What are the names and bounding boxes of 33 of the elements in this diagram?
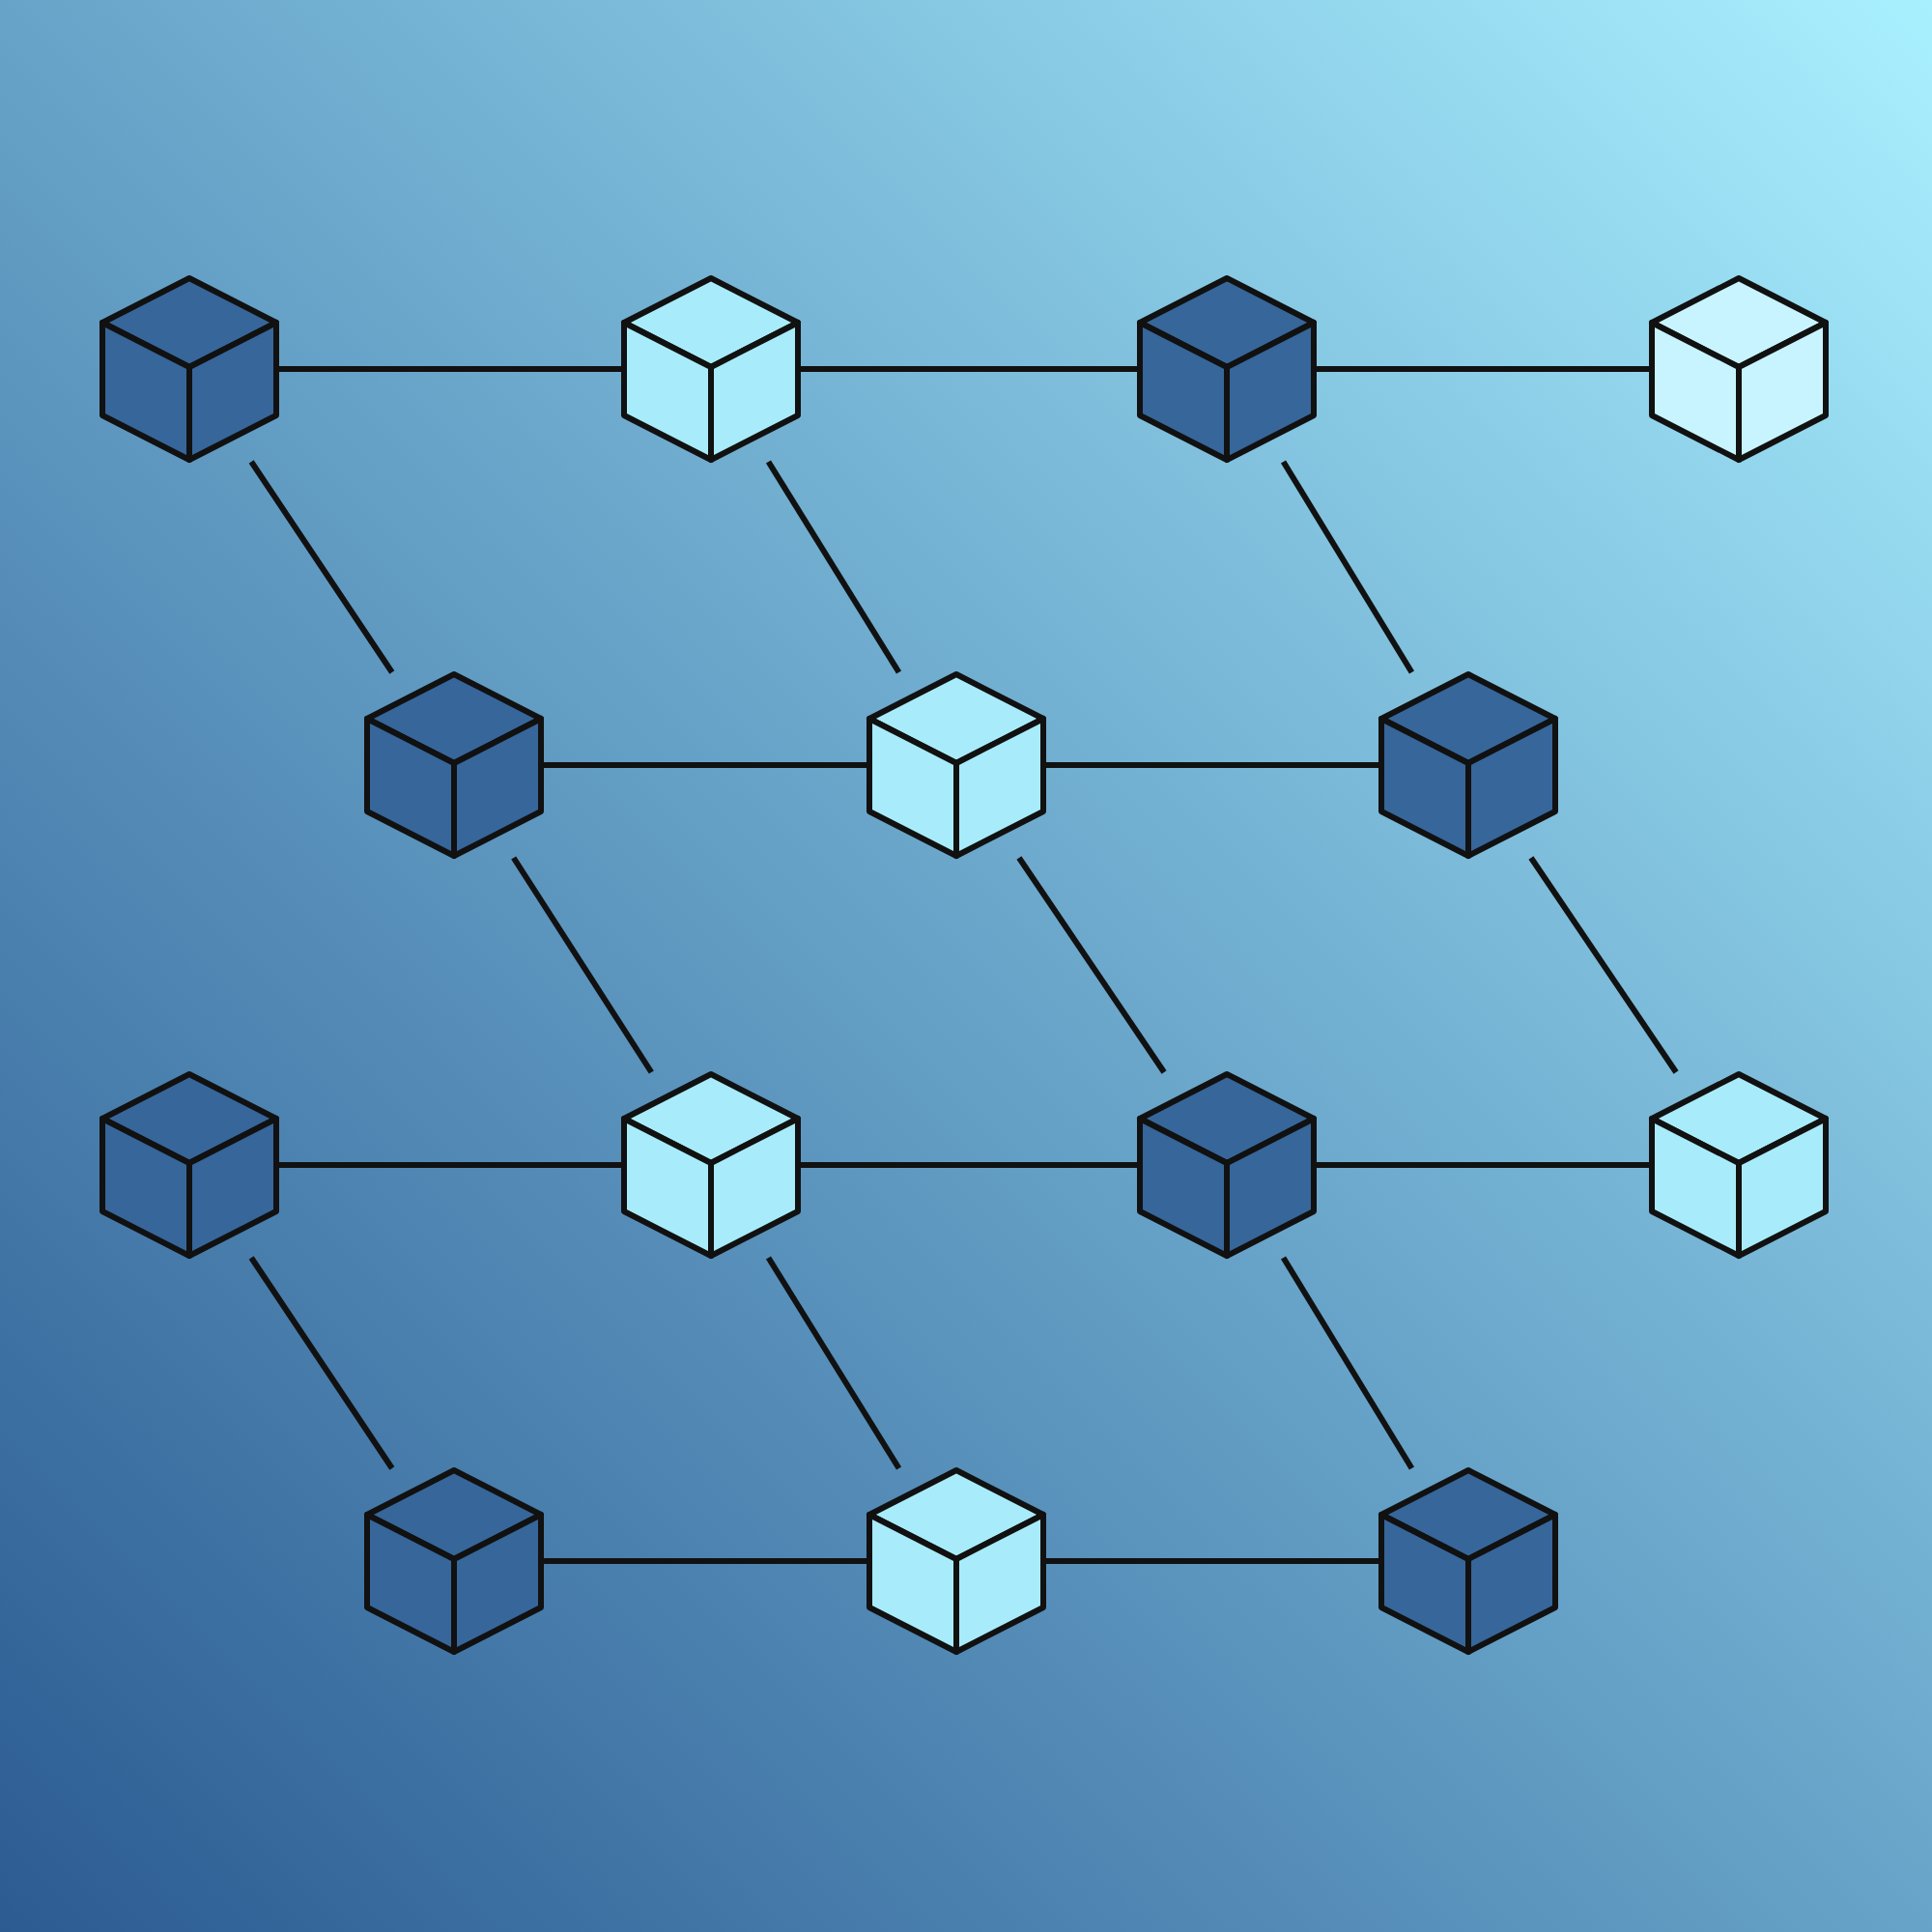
connector-line (248, 460, 395, 674)
cube (864, 668, 1049, 862)
cube (1376, 668, 1561, 862)
cube (1376, 1464, 1561, 1658)
cube (618, 272, 804, 466)
connector-line (511, 856, 654, 1074)
cube (864, 1464, 1049, 1658)
connector-line (1016, 856, 1167, 1074)
connector-line (278, 1162, 622, 1168)
connector-line (1528, 856, 1679, 1074)
connector-line (1045, 762, 1379, 768)
cube (1134, 272, 1320, 466)
cube (361, 1464, 547, 1658)
connector-line (543, 762, 867, 768)
connector-line (278, 366, 622, 372)
cube (1134, 1068, 1320, 1262)
cube (1646, 1068, 1832, 1262)
cube (361, 668, 547, 862)
connector-line (1316, 1162, 1650, 1168)
cube (1646, 272, 1832, 466)
connector-line (765, 1256, 902, 1470)
connector-line (765, 460, 902, 674)
connector-line (1045, 1558, 1379, 1564)
connector-line (1316, 366, 1650, 372)
cube (97, 272, 282, 466)
connector-line (248, 1256, 395, 1470)
cube (618, 1068, 804, 1262)
connector-line (1280, 1256, 1415, 1470)
connector-line (800, 366, 1138, 372)
connector-line (800, 1162, 1138, 1168)
cube (97, 1068, 282, 1262)
connector-line (543, 1558, 867, 1564)
connector-line (1280, 460, 1415, 674)
